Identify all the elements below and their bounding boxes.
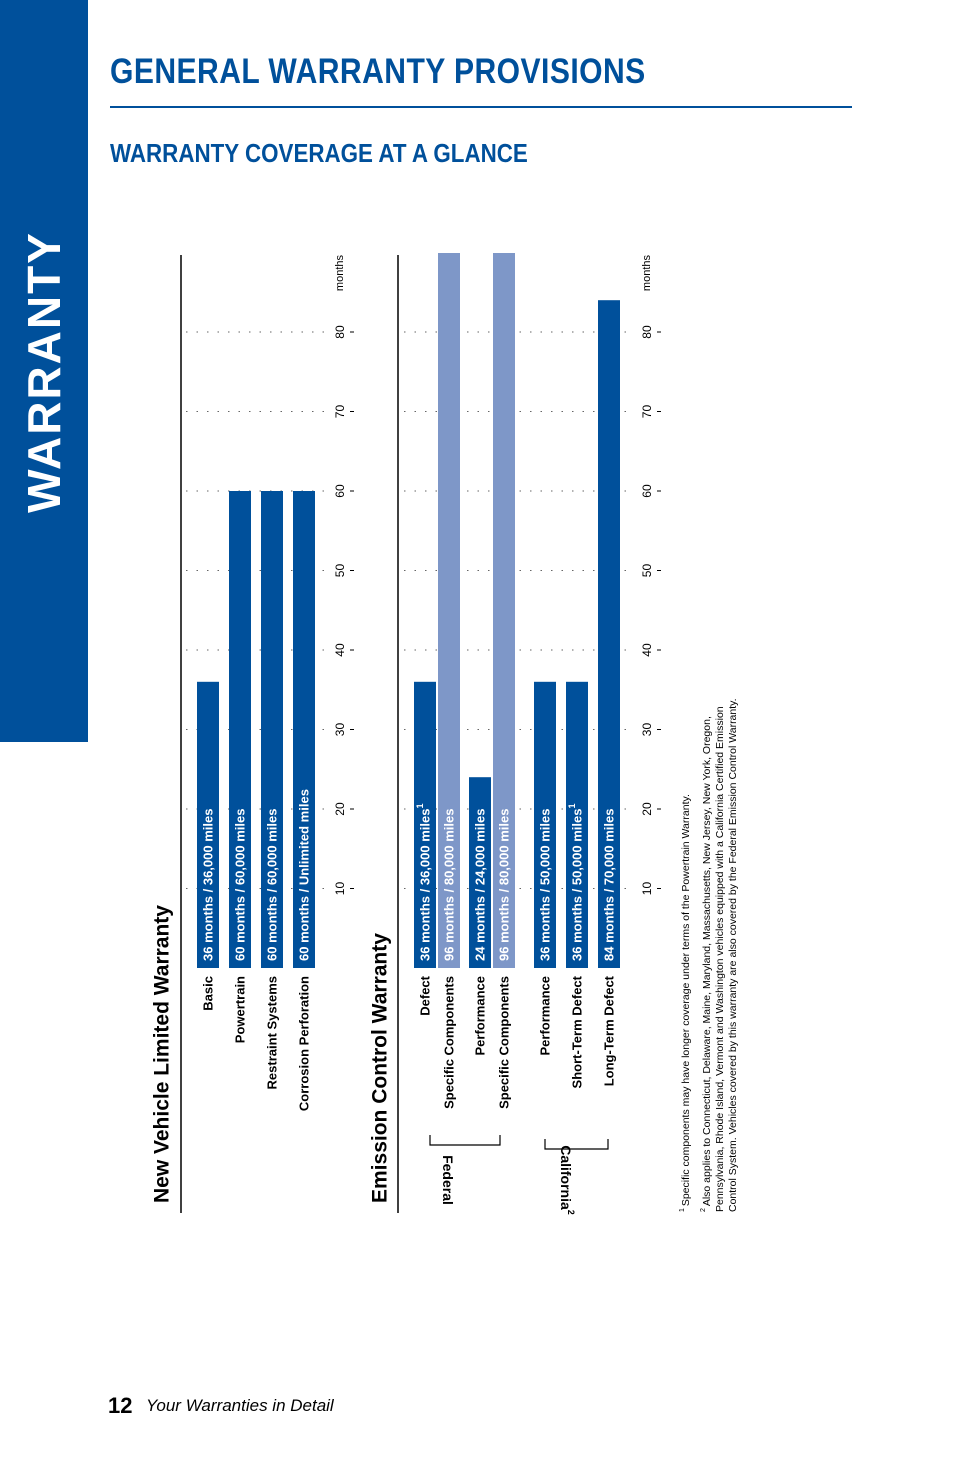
tick-label: 50 — [333, 564, 347, 578]
category-label: Specific Components — [497, 976, 512, 1109]
footnote-mark: 1 — [679, 1206, 686, 1212]
bar — [566, 681, 588, 968]
tick-label: 70 — [640, 405, 654, 419]
footnote-text: Also applies to Connecticut, Delaware, M… — [701, 716, 713, 1206]
title-divider — [110, 106, 852, 108]
axis-unit-label: months — [334, 255, 346, 292]
bar — [197, 681, 219, 968]
axis-unit-label: months — [641, 255, 653, 292]
category-label: Restraint Systems — [265, 976, 280, 1089]
bar-value-label: 60 months / 60,000 miles — [233, 809, 248, 961]
category-label: Long-Term Defect — [602, 975, 617, 1086]
category-label: Performance — [538, 976, 553, 1055]
category-label: Defect — [418, 975, 433, 1015]
tick-label: 80 — [333, 325, 347, 339]
footnote-text: Control System. Vehicles covered by this… — [727, 698, 739, 1212]
group-bracket — [544, 1139, 609, 1150]
bar-value-label: 84 months / 70,000 miles — [602, 809, 617, 961]
bar — [438, 253, 460, 968]
tick-label: 70 — [333, 405, 347, 419]
bar-value-label: 36 months / 50,000 miles — [538, 809, 553, 961]
bar-value-label: 96 months / 80,000 miles — [497, 809, 512, 961]
bar — [534, 681, 556, 968]
tick-label: 80 — [640, 325, 654, 339]
bar — [229, 491, 251, 968]
bar-value-label: 60 months / 60,000 miles — [265, 809, 280, 961]
tick-label: 20 — [333, 802, 347, 816]
bar-value-label: 60 months / Unlimited miles — [297, 789, 312, 961]
tick-label: 30 — [333, 723, 347, 737]
footnote-text: Specific components may have longer cove… — [680, 794, 692, 1206]
category-label: Specific Components — [442, 976, 457, 1109]
page-number: 12 — [108, 1393, 133, 1418]
chart-title: Emission Control Warranty — [369, 933, 392, 1203]
tick-label: 40 — [333, 643, 347, 657]
category-label: Corrosion Perforation — [297, 976, 312, 1111]
tick-label: 10 — [333, 882, 347, 896]
footnote-line: 1 Specific components may have longer co… — [679, 794, 692, 1212]
side-tab: WARRANTY — [0, 0, 88, 742]
category-label: Performance — [473, 976, 488, 1055]
chart-title: New Vehicle Limited Warranty — [151, 905, 174, 1203]
bar-value-label: 36 months / 36,000 miles — [201, 809, 216, 961]
bar — [493, 253, 515, 968]
group-label: Federal — [440, 1155, 456, 1205]
tick-label: 50 — [640, 564, 654, 578]
bar — [598, 300, 620, 968]
category-label: Powertrain — [233, 976, 248, 1043]
bar — [293, 491, 315, 968]
tick-label: 60 — [640, 484, 654, 498]
footnote-line: Pennsylvania, Rhode Island, Vermont and … — [714, 706, 726, 1212]
footnote-line: 2 Also applies to Connecticut, Delaware,… — [700, 716, 713, 1212]
category-label: Basic — [201, 976, 216, 1011]
bar-value-label: 36 months / 50,000 miles1 — [567, 804, 585, 961]
footer-caption: Your Warranties in Detail — [146, 1396, 334, 1415]
footnote-mark: 1 — [415, 804, 425, 809]
footnote-mark: 1 — [567, 804, 577, 809]
group-label: California2 — [558, 1145, 576, 1215]
tick-label: 30 — [640, 723, 654, 737]
bar — [469, 777, 491, 968]
bar — [261, 491, 283, 968]
tick-label: 40 — [640, 643, 654, 657]
footnote-line: Control System. Vehicles covered by this… — [727, 698, 739, 1212]
page-title: GENERAL WARRANTY PROVISIONS — [110, 52, 646, 91]
category-label: Short-Term Defect — [570, 975, 585, 1088]
footnote-mark: 2 — [566, 1210, 576, 1215]
tick-label: 20 — [640, 802, 654, 816]
bar — [414, 681, 436, 968]
bar-value-label: 96 months / 80,000 miles — [442, 809, 457, 961]
bar-value-label: 36 months / 36,000 miles1 — [415, 804, 433, 961]
footnote-text: Pennsylvania, Rhode Island, Vermont and … — [714, 706, 726, 1212]
tick-label: 10 — [640, 882, 654, 896]
bar-value-label: 24 months / 24,000 miles — [473, 809, 488, 961]
group-bracket — [429, 1135, 501, 1146]
footnote-mark: 2 — [700, 1206, 707, 1212]
tick-label: 60 — [333, 484, 347, 498]
section-subtitle: WARRANTY COVERAGE AT A GLANCE — [110, 138, 528, 168]
